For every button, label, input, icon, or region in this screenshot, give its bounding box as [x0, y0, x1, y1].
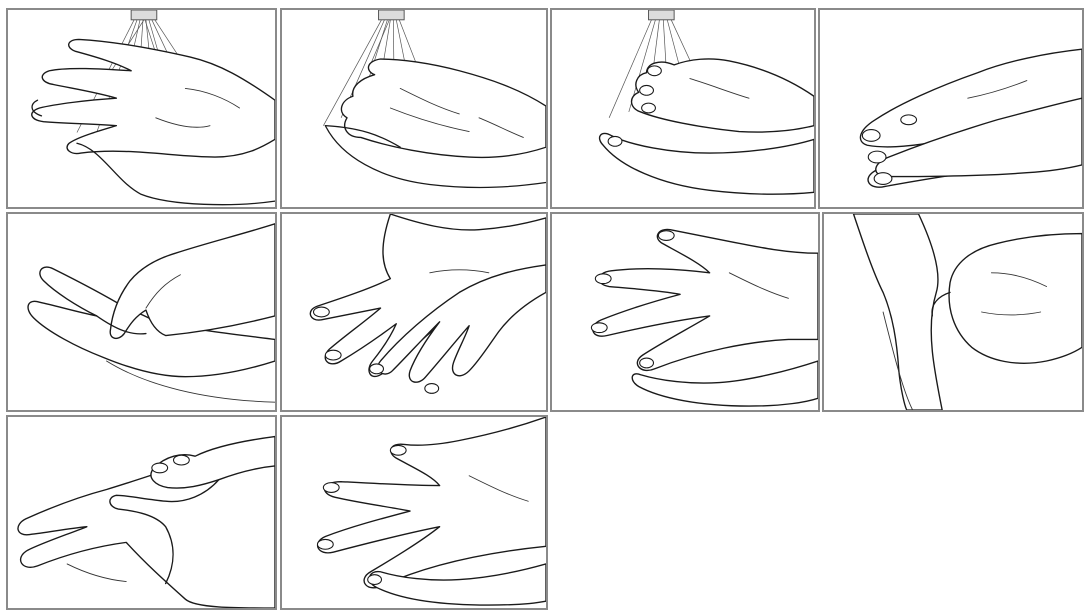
panel-step-1 — [6, 8, 277, 209]
wrist-rub-icon — [8, 417, 275, 608]
panel-step-3 — [550, 8, 816, 209]
panel-step-2 — [280, 8, 548, 209]
fingers-interlaced-palm-icon — [552, 214, 818, 410]
cupped-hands-under-tap-icon — [282, 10, 546, 207]
final-rub-interlaced-icon — [282, 417, 546, 608]
panel-step-7 — [550, 212, 820, 412]
rinse-fingers-under-tap-icon — [552, 10, 814, 207]
panel-step-6 — [280, 212, 548, 412]
panel-step-10 — [280, 415, 548, 610]
palm-to-palm-icon — [820, 10, 1082, 207]
panel-step-4 — [818, 8, 1084, 209]
wet-hands-under-tap-icon — [8, 10, 275, 207]
panel-step-9 — [6, 415, 277, 610]
fingertips-in-palm-icon — [8, 214, 275, 410]
panel-step-8 — [822, 212, 1084, 412]
panel-step-5 — [6, 212, 277, 412]
back-of-hand-interlaced-icon — [282, 214, 546, 410]
thumb-rotation-icon — [824, 214, 1082, 410]
